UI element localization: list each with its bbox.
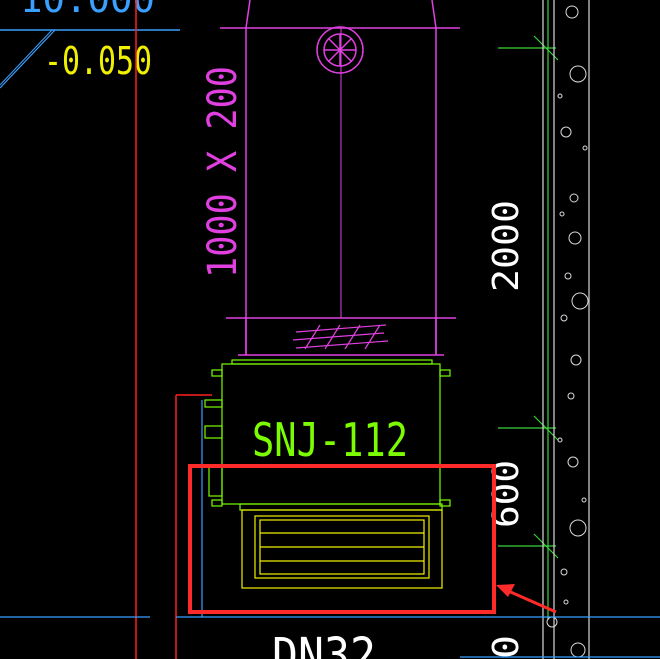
duct-taper-left (245, 0, 251, 29)
grille-frame-outer (241, 509, 443, 589)
unit-bracket-bl (211, 499, 223, 507)
elevation-label: -0.050 (44, 39, 152, 83)
grille-frame-mid (254, 515, 430, 579)
unit-pipe-fitting-1 (204, 399, 223, 408)
elevation-diagonal-upper (0, 29, 56, 89)
duct-taper-right (431, 0, 437, 29)
unit-drain-fitting (208, 465, 223, 497)
duct (220, 0, 460, 356)
dimension-2000-label: 2000 (486, 200, 527, 292)
duct-size-label: 1000 X 200 (200, 66, 246, 278)
unit-bracket-tl (211, 369, 223, 377)
fan-coil-unit (204, 359, 451, 511)
unit-top-flange (231, 359, 433, 365)
unit-bracket-br (439, 499, 451, 507)
elevation-diagonal-lower (0, 29, 53, 86)
unit-model-label: SNJ-112 (252, 413, 408, 467)
wall-hatch (546, 5, 589, 658)
unit-outlet-flange (239, 503, 443, 511)
diffuser-icon (316, 26, 364, 74)
pipe-size-label: DN32 (272, 628, 376, 659)
highlight-arrow-icon (496, 584, 557, 614)
duct-hatch (292, 324, 389, 350)
unit-pipe-fitting-2 (204, 425, 223, 439)
elevation-label-top: 10.000 (20, 0, 155, 21)
supply-grille (241, 509, 443, 589)
highlight-box (188, 464, 496, 614)
dimension-bottom-label: 0 (486, 635, 527, 659)
unit-bracket-tr (439, 369, 451, 377)
elevation-marks: 10.000 -0.050 (0, 0, 180, 89)
wall (542, 0, 590, 659)
